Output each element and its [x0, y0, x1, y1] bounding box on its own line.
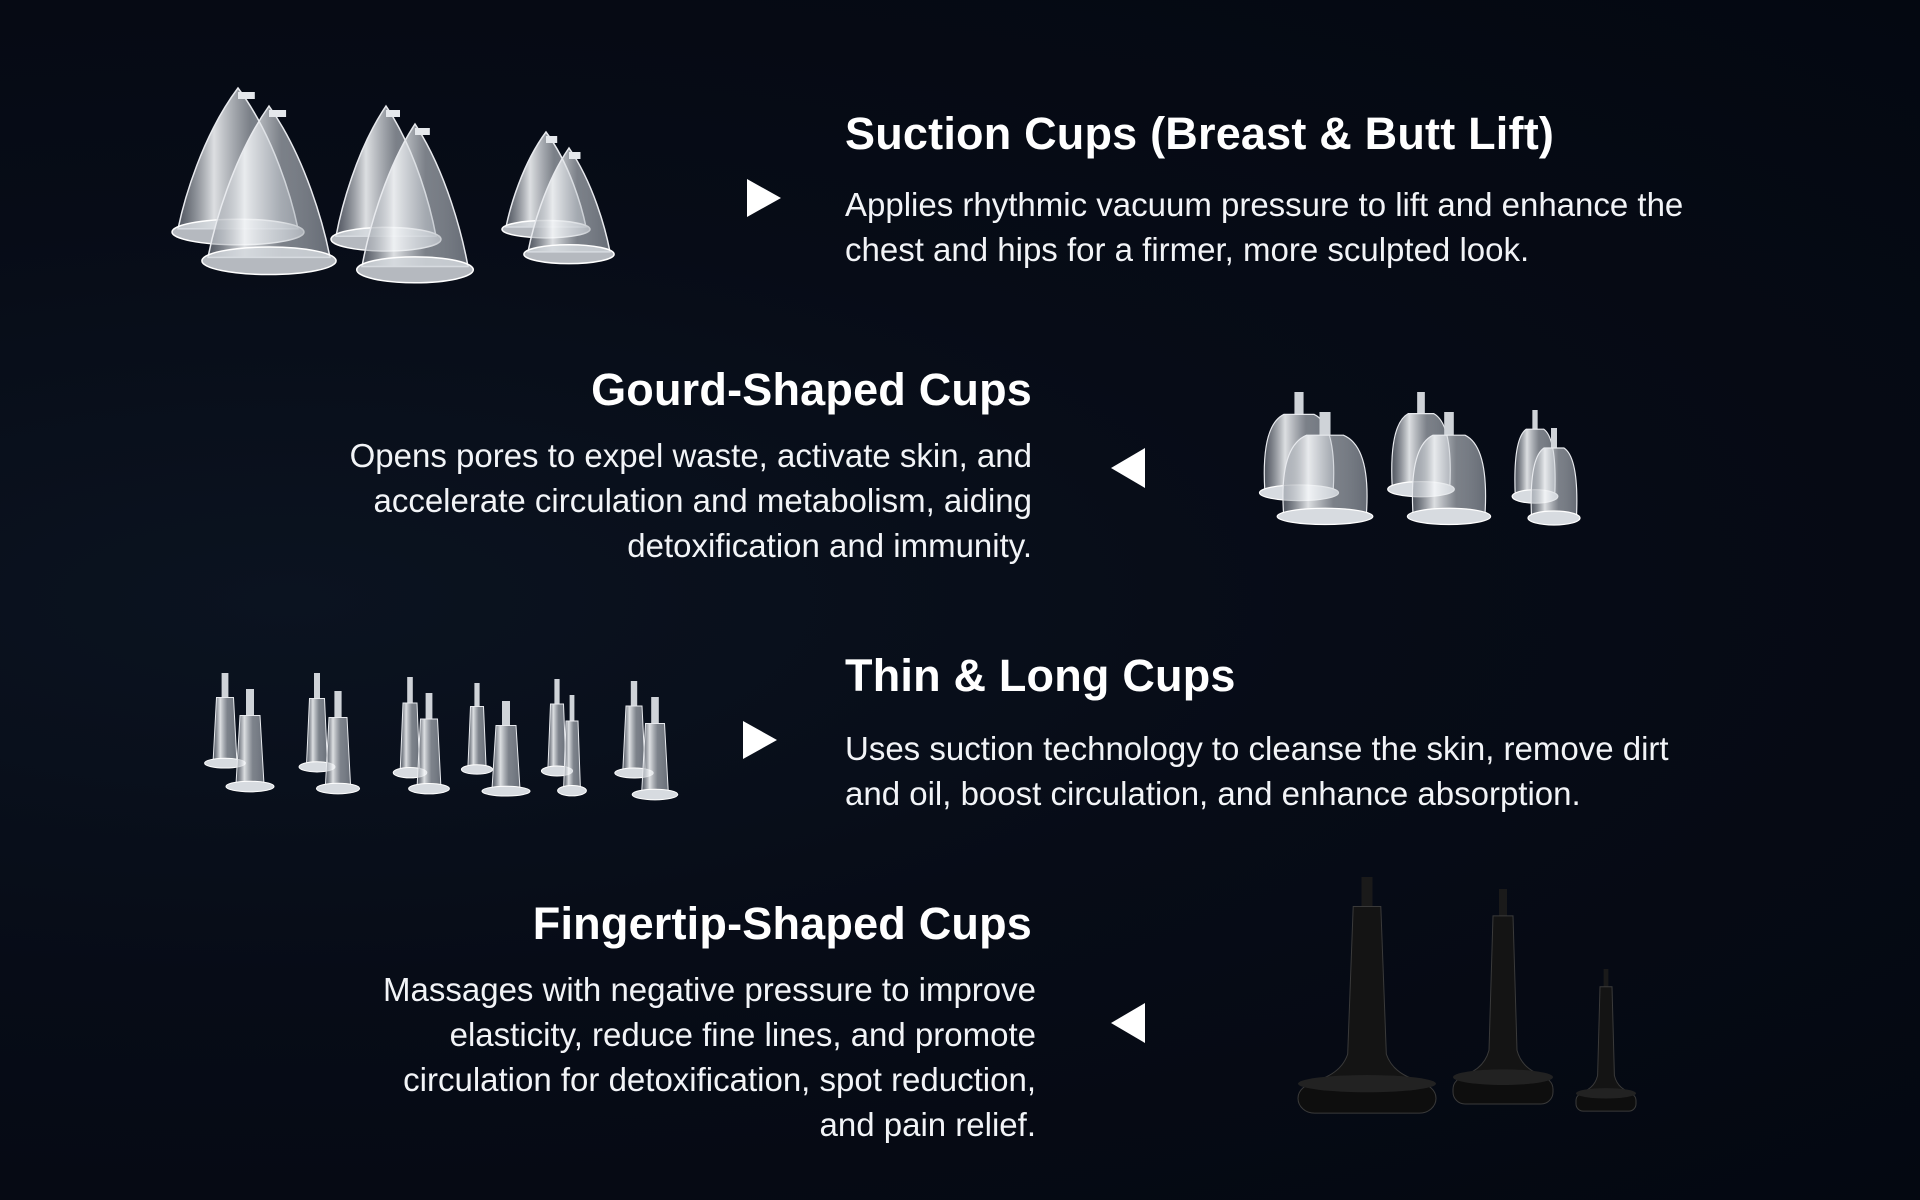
thin-long-cup: [392, 677, 428, 779]
thin-long-cup: [460, 683, 494, 775]
section-description: Massages with negative pressure to impro…: [383, 967, 1036, 1147]
thin-long-cup: [631, 697, 679, 801]
description-line: Uses suction technology to cleanse the s…: [845, 730, 1669, 767]
description-line: Applies rhythmic vacuum pressure to lift…: [845, 186, 1684, 223]
section-description: Uses suction technology to cleanse the s…: [845, 726, 1669, 816]
fingertip-cup: [1452, 889, 1554, 1105]
thin-long-cup: [481, 701, 531, 797]
thin-long-cup: [315, 691, 361, 795]
description-line: detoxification and immunity.: [627, 527, 1032, 564]
right-triangle-icon: [747, 179, 781, 217]
description-line: Opens pores to expel waste, activate ski…: [349, 437, 1032, 474]
fingertip-cups-image: [1297, 877, 1637, 1114]
thin-long-cup: [204, 673, 246, 769]
section-description: Applies rhythmic vacuum pressure to lift…: [845, 182, 1683, 272]
thin-long-cups-image: [204, 673, 679, 801]
section-title: Thin & Long Cups: [845, 650, 1236, 701]
thin-long-cup: [408, 693, 450, 795]
description-line: elasticity, reduce fine lines, and promo…: [449, 1016, 1036, 1053]
description-line: and oil, boost circulation, and enhance …: [845, 775, 1581, 812]
section-title: Fingertip-Shaped Cups: [532, 898, 1032, 949]
suction-cup: [523, 146, 615, 265]
description-line: chest and hips for a firmer, more sculpt…: [845, 231, 1530, 268]
thin-long-cup: [298, 673, 336, 773]
description-line: and pain relief.: [819, 1106, 1036, 1143]
right-triangle-icon: [743, 721, 777, 759]
left-triangle-icon: [1111, 448, 1145, 488]
section-description: Opens pores to expel waste, activate ski…: [350, 433, 1032, 568]
suction-cup: [355, 122, 475, 284]
section-title: Suction Cups (Breast & Butt Lift): [845, 108, 1555, 159]
description-line: Massages with negative pressure to impro…: [383, 971, 1036, 1008]
thin-long-cup: [225, 689, 275, 793]
gourd-cup: [1527, 428, 1581, 526]
left-triangle-icon: [1111, 1003, 1145, 1043]
description-line: accelerate circulation and metabolism, a…: [373, 482, 1032, 519]
fingertip-cup: [1575, 969, 1637, 1112]
description-line: circulation for detoxification, spot red…: [403, 1061, 1036, 1098]
gourd-cups-image: [1258, 392, 1581, 526]
suction-cup: [201, 104, 337, 276]
thin-long-cup: [557, 695, 587, 797]
section-title: Gourd-Shaped Cups: [591, 364, 1032, 415]
suction-cups-image: [171, 86, 615, 284]
fingertip-cup: [1297, 877, 1437, 1114]
gourd-cup: [1276, 412, 1374, 526]
gourd-cup: [1406, 412, 1492, 526]
